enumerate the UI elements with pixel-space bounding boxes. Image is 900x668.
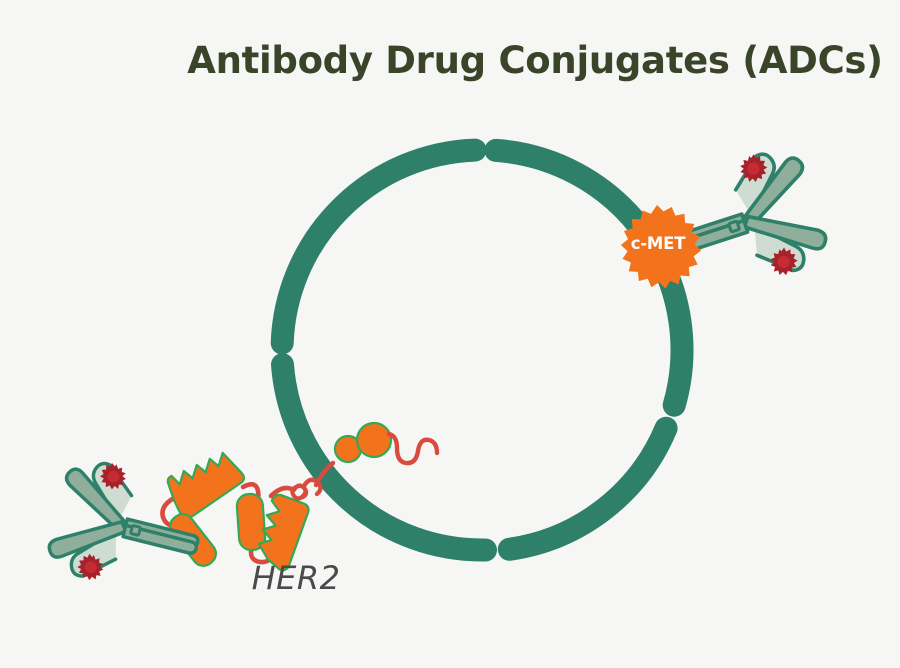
her2-tail-bead-large: [355, 421, 393, 459]
her2-tail-link-left: [313, 460, 336, 488]
her2-domain-4: [257, 493, 310, 572]
membrane-arc-upper-left: [270, 138, 487, 355]
membrane-arc-lower-left: [271, 353, 497, 562]
her2-label: HER2: [252, 559, 341, 597]
page-title: Antibody Drug Conjugates (ADCs): [187, 39, 883, 82]
cell-membrane-circle: [270, 138, 694, 562]
c-met-target-badge[interactable]: c-MET: [620, 205, 701, 289]
c-met-starburst-shape: [620, 205, 701, 289]
c-met-label: c-MET: [631, 234, 687, 253]
her2-domain-3: [235, 492, 267, 552]
her2-tail-wave: [386, 431, 440, 466]
membrane-arc-lower-right: [497, 416, 678, 561]
her2-loop-d4-d5: [268, 485, 295, 499]
